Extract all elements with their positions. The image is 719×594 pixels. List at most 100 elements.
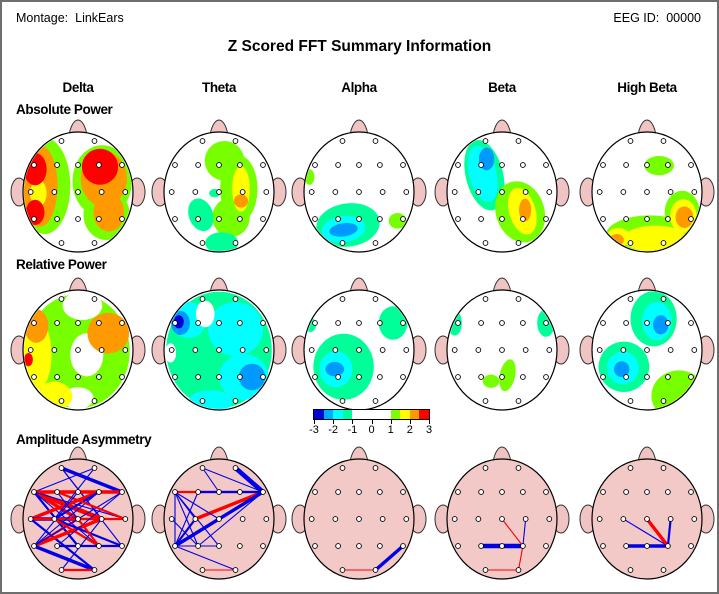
electrode-C3 — [192, 347, 199, 353]
colorbar-segment — [390, 410, 401, 419]
electrode-Fp1 — [627, 138, 634, 144]
zscore-blob — [675, 206, 694, 228]
electrode-O2 — [372, 398, 379, 404]
electrode-Fp1 — [627, 296, 634, 302]
electrode-F3 — [623, 162, 629, 168]
colorbar-tick — [352, 420, 354, 424]
colorbar-tick — [371, 420, 373, 424]
electrode-Fz — [644, 320, 650, 326]
electrode-O1 — [58, 398, 65, 404]
electrode-C4 — [239, 347, 246, 353]
nose — [68, 446, 88, 463]
asymmetry-connection-T5-F4 — [33, 491, 100, 547]
electrode-Fp2 — [660, 296, 667, 302]
eeg-id-field: EEG ID:00000 — [613, 11, 701, 25]
electrode-Fp2 — [660, 465, 667, 471]
zscore-blob — [205, 232, 239, 251]
electrode-O1 — [482, 240, 489, 246]
electrode-F4 — [520, 162, 526, 168]
electrode-F4 — [520, 320, 526, 326]
electrode-F4 — [96, 489, 102, 495]
electrode-C3 — [332, 516, 339, 522]
electrode-F7 — [600, 320, 606, 326]
electrode-F7 — [31, 320, 37, 326]
electrode-P4 — [96, 543, 102, 549]
electrode-T4 — [691, 189, 698, 195]
electrode-T5 — [31, 216, 37, 222]
asymmetry-connection-F7-T4 — [33, 491, 126, 520]
electrode-T5 — [172, 543, 178, 549]
electrode-Fz — [75, 489, 81, 495]
asymmetry-connection-F7-Cz — [174, 491, 220, 520]
electrode-P3 — [478, 374, 484, 380]
electrode-P3 — [335, 543, 341, 549]
electrode-T6 — [119, 216, 125, 222]
electrode-Cz — [356, 516, 362, 522]
electrode-F7 — [455, 489, 461, 495]
electrode-T3 — [451, 189, 458, 195]
electrode-F7 — [455, 162, 461, 168]
electrode-F4 — [237, 489, 243, 495]
electrode-C3 — [475, 516, 482, 522]
electrode-T3 — [596, 347, 603, 353]
electrode-T6 — [260, 216, 266, 222]
eeg-id-value: 00000 — [666, 11, 701, 25]
electrode-Pz — [216, 374, 222, 380]
colorbar-tick-label: 1 — [387, 424, 394, 436]
electrodes — [596, 465, 698, 573]
electrode-Fz — [356, 162, 362, 168]
electrode-T3 — [27, 189, 34, 195]
electrode-C3 — [51, 189, 58, 195]
electrode-Fp1 — [482, 296, 489, 302]
colorbar-segment — [314, 410, 324, 419]
electrode-Pz — [216, 216, 222, 222]
electrode-Cz — [356, 347, 362, 353]
electrode-O2 — [660, 240, 667, 246]
electrode-F4 — [520, 489, 526, 495]
electrode-T6 — [260, 374, 266, 380]
asymmetry-connection-Fp2-C3 — [53, 467, 95, 520]
electrode-C3 — [620, 189, 627, 195]
electrode-F3 — [478, 162, 484, 168]
electrode-Fp1 — [58, 138, 65, 144]
asymmetry-connection-Fp2-F7 — [33, 467, 95, 493]
electrode-O2 — [232, 567, 239, 573]
electrode-Fp1 — [339, 138, 346, 144]
electrode-Fp2 — [515, 296, 522, 302]
zscore-blob — [499, 359, 516, 392]
electrode-O2 — [660, 567, 667, 573]
electrode-P4 — [96, 374, 102, 380]
electrode-P3 — [54, 543, 60, 549]
topomap-absolute-power-high-beta — [579, 119, 715, 253]
nose — [349, 119, 369, 136]
electrode-T4 — [263, 516, 270, 522]
zscore-blob — [614, 361, 630, 377]
electrode-F8 — [260, 162, 266, 168]
electrode-P3 — [335, 374, 341, 380]
electrode-T6 — [543, 216, 549, 222]
asymmetry-connection-T5-O2 — [174, 545, 236, 571]
asymmetry-connection-Cz-P4 — [77, 518, 100, 547]
electrode-C4 — [98, 516, 105, 522]
electrode-F3 — [478, 489, 484, 495]
asymmetry-connections — [30, 466, 126, 572]
electrodes — [168, 296, 270, 404]
electrode-Cz — [216, 516, 222, 522]
montage-value: LinkEars — [75, 11, 124, 25]
electrode-F3 — [195, 489, 201, 495]
colorbar-segment — [333, 410, 343, 419]
electrode-Fp1 — [58, 296, 65, 302]
electrode-T3 — [308, 347, 315, 353]
topomap-absolute-power-delta — [10, 119, 146, 253]
electrode-Cz — [75, 347, 81, 353]
electrode-F8 — [543, 320, 549, 326]
electrode-T6 — [688, 216, 694, 222]
electrode-F8 — [688, 320, 694, 326]
electrode-T6 — [543, 543, 549, 549]
zscore-blob — [30, 180, 47, 207]
electrode-T4 — [546, 516, 553, 522]
nose — [68, 119, 88, 136]
electrode-T3 — [168, 347, 175, 353]
nose — [492, 119, 512, 136]
